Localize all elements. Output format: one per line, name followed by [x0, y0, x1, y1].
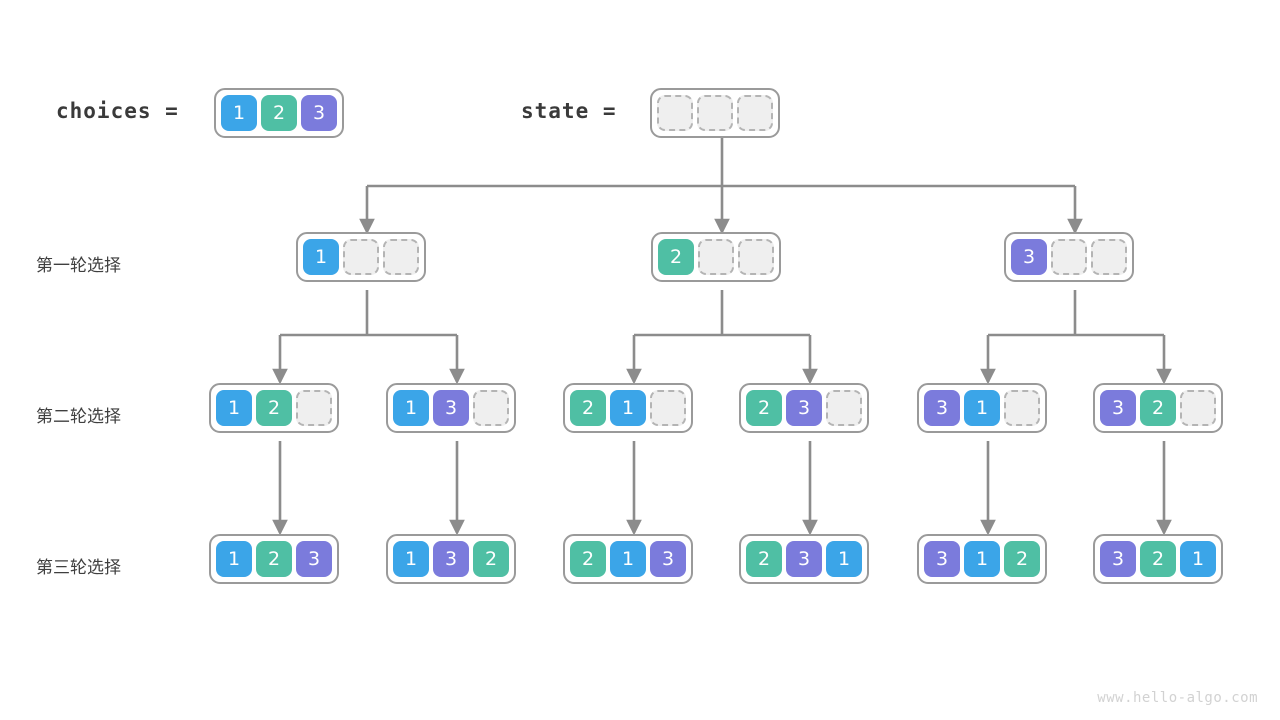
- state-label: state =: [521, 99, 617, 123]
- row-label-round-2: 第二轮选择: [36, 407, 121, 427]
- state-array: [650, 88, 780, 138]
- r3n3-cell-2: 3: [650, 541, 686, 577]
- r2n3-cell-2: [650, 390, 686, 426]
- r1n1-cell-2: [383, 239, 419, 275]
- r3n6-cell-0: 3: [1100, 541, 1136, 577]
- choices-cell-1: 2: [261, 95, 297, 131]
- r2n4-cell-0: 2: [746, 390, 782, 426]
- r3n1-cell-0: 1: [216, 541, 252, 577]
- row-label-round-1: 第一轮选择: [36, 256, 121, 276]
- r3n1-cell-1: 2: [256, 541, 292, 577]
- r2n2-cell-1: 3: [433, 390, 469, 426]
- tree-node-r1-n1: 1: [296, 232, 426, 282]
- r3n5-cell-0: 3: [924, 541, 960, 577]
- r2n1-cell-0: 1: [216, 390, 252, 426]
- r2n4-cell-1: 3: [786, 390, 822, 426]
- r3n6-cell-1: 2: [1140, 541, 1176, 577]
- r2n5-cell-0: 3: [924, 390, 960, 426]
- r1n3-cell-2: [1091, 239, 1127, 275]
- r1n3-cell-0: 3: [1011, 239, 1047, 275]
- choices-cell-2: 3: [301, 95, 337, 131]
- r1n2-cell-0: 2: [658, 239, 694, 275]
- r3n2-cell-1: 3: [433, 541, 469, 577]
- r3n2-cell-0: 1: [393, 541, 429, 577]
- tree-node-r1-n3: 3: [1004, 232, 1134, 282]
- r3n5-cell-2: 2: [1004, 541, 1040, 577]
- tree-node-r1-n2: 2: [651, 232, 781, 282]
- r2n6-cell-0: 3: [1100, 390, 1136, 426]
- r1n1-cell-0: 1: [303, 239, 339, 275]
- r1n3-cell-1: [1051, 239, 1087, 275]
- r2n2-cell-0: 1: [393, 390, 429, 426]
- r2n3-cell-1: 1: [610, 390, 646, 426]
- r2n3-cell-0: 2: [570, 390, 606, 426]
- state-cell-2: [737, 95, 773, 131]
- r2n2-cell-2: [473, 390, 509, 426]
- r3n3-cell-0: 2: [570, 541, 606, 577]
- r3n4-cell-0: 2: [746, 541, 782, 577]
- r3n4-cell-2: 1: [826, 541, 862, 577]
- state-cell-1: [697, 95, 733, 131]
- state-cell-0: [657, 95, 693, 131]
- r3n2-cell-2: 2: [473, 541, 509, 577]
- r2n6-cell-2: [1180, 390, 1216, 426]
- watermark: www.hello-algo.com: [1097, 690, 1258, 706]
- r3n5-cell-1: 1: [964, 541, 1000, 577]
- r3n1-cell-2: 3: [296, 541, 332, 577]
- r2n6-cell-1: 2: [1140, 390, 1176, 426]
- r3n6-cell-2: 1: [1180, 541, 1216, 577]
- row-label-round-3: 第三轮选择: [36, 558, 121, 578]
- r3n4-cell-1: 3: [786, 541, 822, 577]
- r1n2-cell-2: [738, 239, 774, 275]
- choices-label: choices =: [56, 99, 179, 123]
- r2n1-cell-1: 2: [256, 390, 292, 426]
- choices-cell-0: 1: [221, 95, 257, 131]
- r2n5-cell-1: 1: [964, 390, 1000, 426]
- r2n4-cell-2: [826, 390, 862, 426]
- r2n1-cell-2: [296, 390, 332, 426]
- r1n1-cell-1: [343, 239, 379, 275]
- r2n5-cell-2: [1004, 390, 1040, 426]
- r1n2-cell-1: [698, 239, 734, 275]
- r3n3-cell-1: 1: [610, 541, 646, 577]
